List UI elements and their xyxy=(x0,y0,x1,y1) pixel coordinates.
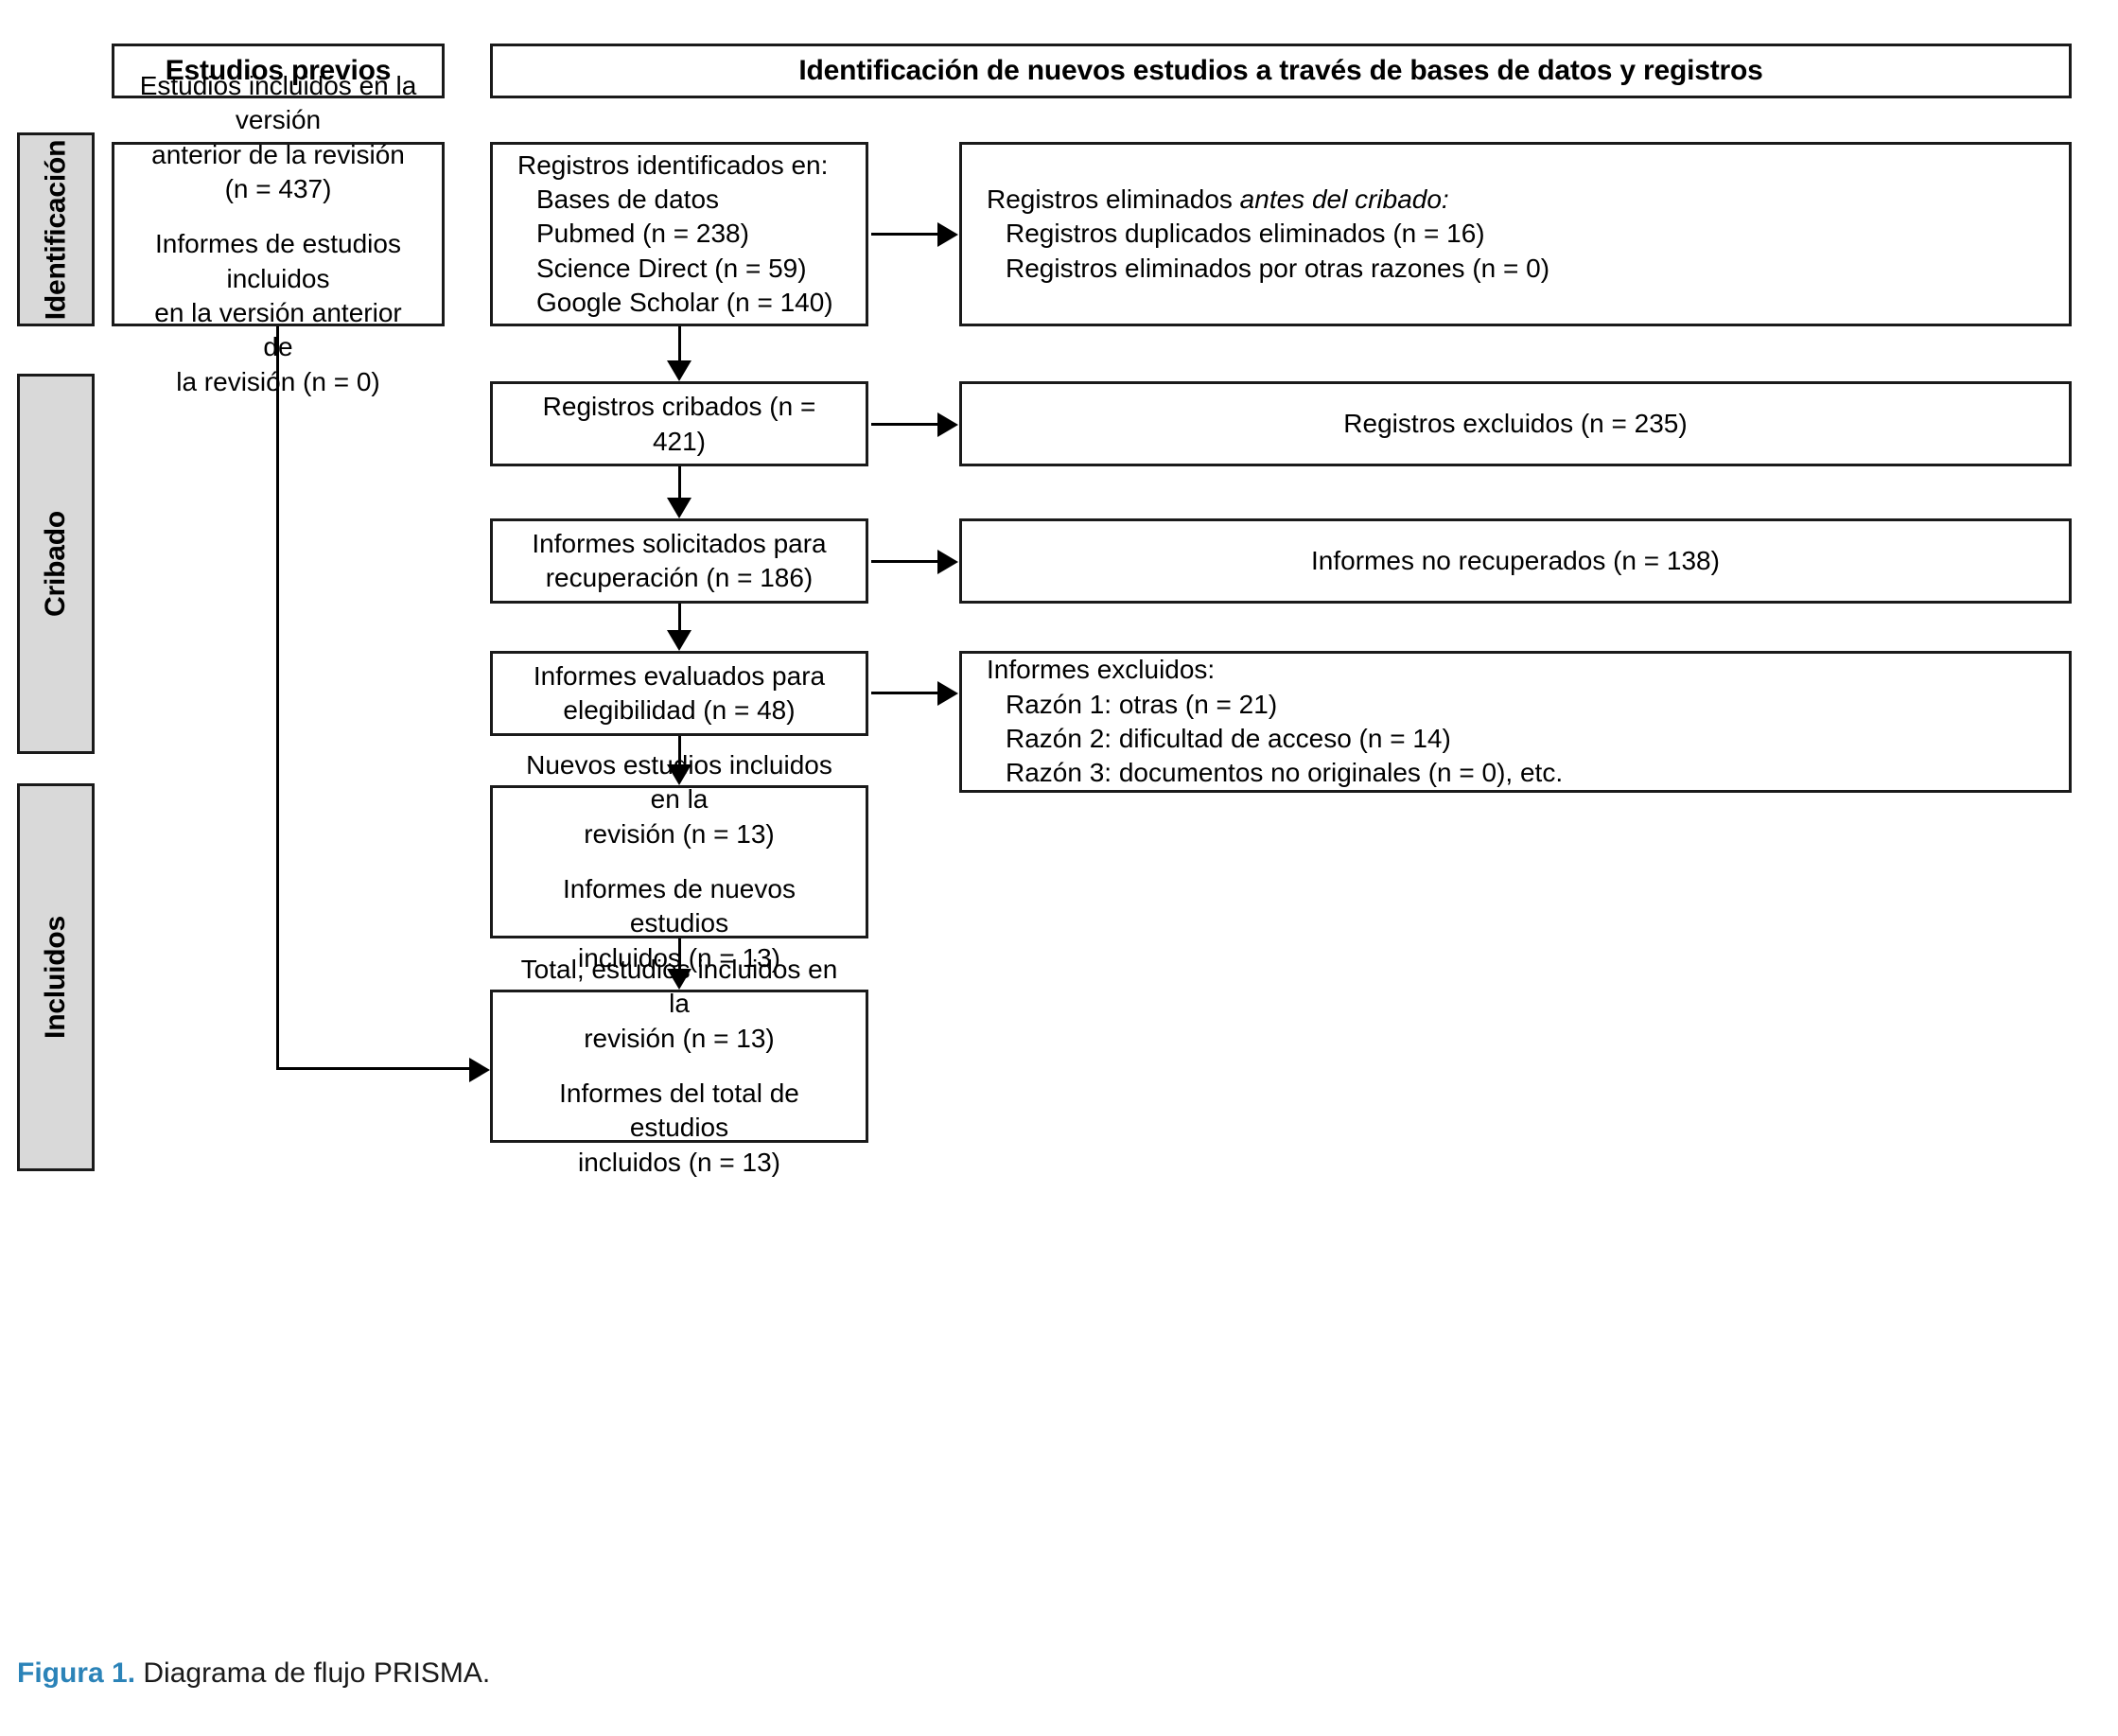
reports-sought-group: Informes solicitados para recuperación (… xyxy=(493,527,866,596)
arrow-screened-to-excluded xyxy=(937,412,958,437)
connector-previous-to-total-vertical xyxy=(276,326,279,1070)
records-removed-title-italic: antes del cribado: xyxy=(1239,184,1449,214)
phase-incluidos: Incluidos xyxy=(17,783,95,1171)
connector-new-studies-to-total xyxy=(678,938,681,969)
reports-sought-line-2: recuperación (n = 186) xyxy=(545,563,814,592)
phase-identificacion-label: Identificación xyxy=(40,139,71,320)
connector-assessed-to-reports-excluded xyxy=(871,692,937,694)
header-new-studies-label: Identificación de nuevos estudios a trav… xyxy=(798,55,1763,86)
connector-assessed-to-new-studies xyxy=(678,736,681,764)
connector-identified-to-screened xyxy=(678,326,681,360)
records-removed-duplicates: Registros duplicados eliminados (n = 16) xyxy=(1006,219,1485,249)
box-new-studies-included: Nuevos estudios incluidos en la revisión… xyxy=(490,750,868,973)
arrow-assessed-to-new-studies xyxy=(667,764,691,785)
records-screened-line-1: Registros cribados (n = 421) xyxy=(542,391,816,456)
arrow-sought-to-not-retrieved xyxy=(937,550,958,574)
reports-excluded-title: Informes excluidos: xyxy=(987,655,1216,685)
reports-not-retrieved-line-1: Informes no recuperados (n = 138) xyxy=(1311,546,1720,576)
header-previous-studies-label: Estudios previos xyxy=(165,55,392,86)
phase-cribado: Cribado xyxy=(17,374,95,754)
box-records-excluded: Registros excluidos (n = 235) xyxy=(959,381,2072,466)
previous-included-line-2: anterior de la revisión (n = 437) xyxy=(151,139,405,203)
previous-included-group-1: Estudios incluidos en la versión anterio… xyxy=(114,69,442,207)
total-included-line-2: revisión (n = 13) xyxy=(584,1023,775,1053)
reports-assessed-line-2: elegibilidad (n = 48) xyxy=(563,695,796,725)
figure-caption-number: Figura 1. xyxy=(17,1657,136,1689)
records-removed-title: Registros eliminados antes del cribado: xyxy=(962,183,2069,217)
records-identified-google-scholar: Google Scholar (n = 140) xyxy=(536,288,833,318)
figure-caption: Figura 1. Diagrama de flujo PRISMA. xyxy=(17,1657,490,1690)
reports-assessed-group: Informes evaluados para elegibilidad (n … xyxy=(493,659,866,728)
previous-included-line-1: Estudios incluidos en la versión xyxy=(139,70,417,135)
previous-included-line-3: Informes de estudios incluidos xyxy=(155,229,401,293)
box-total-included: Total, estudios incluidos en la revisión… xyxy=(490,955,868,1177)
connector-screened-to-sought xyxy=(678,466,681,498)
records-removed-other: Registros eliminados por otras razones (… xyxy=(1006,253,1550,283)
box-records-removed: Registros eliminados antes del cribado: … xyxy=(959,142,2072,326)
reports-excluded-reason-1: Razón 1: otras (n = 21) xyxy=(1006,689,1278,719)
box-reports-excluded: Informes excluidos: Razón 1: otras (n = … xyxy=(959,651,2072,793)
phase-cribado-label: Cribado xyxy=(40,511,71,617)
box-previous-studies-included: Estudios incluidos en la versión anterio… xyxy=(112,71,445,396)
records-identified-science-direct: Science Direct (n = 59) xyxy=(536,253,807,283)
arrow-screened-to-sought xyxy=(667,498,691,518)
connector-previous-to-total-horizontal xyxy=(276,1067,469,1070)
records-excluded-line-1: Registros excluidos (n = 235) xyxy=(1343,409,1688,439)
box-reports-sought: Informes solicitados para recuperación (… xyxy=(490,518,868,604)
reports-sought-line-1: Informes solicitados para xyxy=(532,528,827,558)
arrow-identified-to-removed xyxy=(937,222,958,247)
total-included-line-4: incluidos (n = 13) xyxy=(577,1147,780,1177)
new-studies-line-3: Informes de nuevos estudios xyxy=(563,874,796,938)
box-records-identified: Registros identificados en: Bases de dat… xyxy=(490,142,868,326)
header-previous-studies: Estudios previos xyxy=(112,44,445,98)
phase-identificacion: Identificación xyxy=(17,132,95,326)
arrow-new-studies-to-total xyxy=(667,969,691,990)
figure-caption-text: Diagrama de flujo PRISMA. xyxy=(135,1657,491,1689)
box-reports-not-retrieved: Informes no recuperados (n = 138) xyxy=(959,518,2072,604)
arrow-sought-to-assessed xyxy=(667,630,691,651)
new-studies-line-2: revisión (n = 13) xyxy=(584,818,775,849)
connector-sought-to-not-retrieved xyxy=(871,560,937,563)
box-records-screened: Registros cribados (n = 421) xyxy=(490,381,868,466)
records-removed-title-plain: Registros eliminados xyxy=(987,184,1240,214)
arrow-assessed-to-reports-excluded xyxy=(937,681,958,706)
reports-assessed-line-1: Informes evaluados para xyxy=(533,660,826,691)
connector-sought-to-assessed xyxy=(678,604,681,630)
records-identified-pubmed: Pubmed (n = 238) xyxy=(536,219,749,249)
records-identified-database: Bases de datos xyxy=(536,184,720,214)
total-included-line-3: Informes del total de estudios xyxy=(559,1078,799,1143)
connector-screened-to-excluded xyxy=(871,423,937,426)
arrow-identified-to-screened xyxy=(667,360,691,381)
phase-incluidos-label: Incluidos xyxy=(40,916,71,1039)
box-reports-assessed: Informes evaluados para elegibilidad (n … xyxy=(490,651,868,736)
header-new-studies-identification: Identificación de nuevos estudios a trav… xyxy=(490,44,2072,98)
connector-identified-to-removed xyxy=(871,233,937,236)
records-identified-title: Registros identificados en: xyxy=(517,149,829,180)
arrow-previous-to-total xyxy=(469,1058,490,1082)
total-included-group-2: Informes del total de estudios incluidos… xyxy=(493,1077,866,1180)
reports-excluded-reason-3: Razón 3: documentos no originales (n = 0… xyxy=(1006,758,1564,788)
reports-excluded-reason-2: Razón 2: dificultad de acceso (n = 14) xyxy=(1006,724,1451,753)
previous-included-group-2: Informes de estudios incluidos en la ver… xyxy=(114,227,442,399)
